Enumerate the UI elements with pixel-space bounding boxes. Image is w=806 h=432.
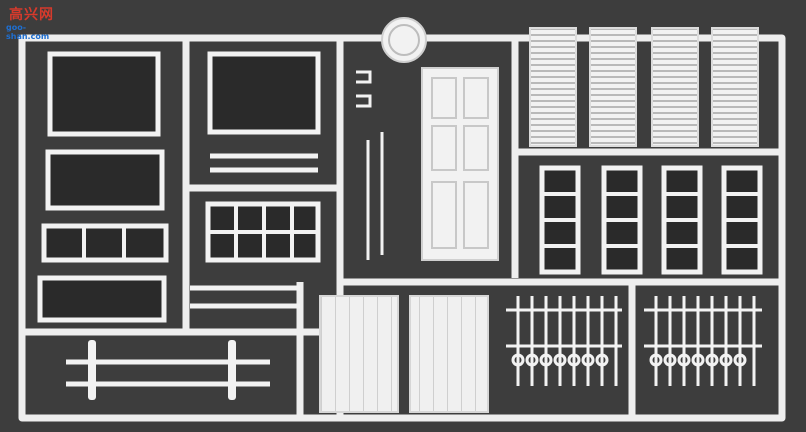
small-parts [356, 70, 384, 260]
watermark-logo: 高兴网 goo-shan.com [6, 4, 68, 41]
watermark-title: 高兴网 [9, 7, 54, 23]
louvered-shutters [529, 27, 759, 147]
iron-fence-right [644, 296, 762, 386]
iron-fence-left [506, 296, 622, 386]
watermark-url: goo-shan.com [6, 23, 50, 41]
plank-doors [319, 295, 489, 413]
round-tag [381, 17, 427, 63]
window-frames-left [37, 51, 169, 323]
door [421, 67, 499, 261]
